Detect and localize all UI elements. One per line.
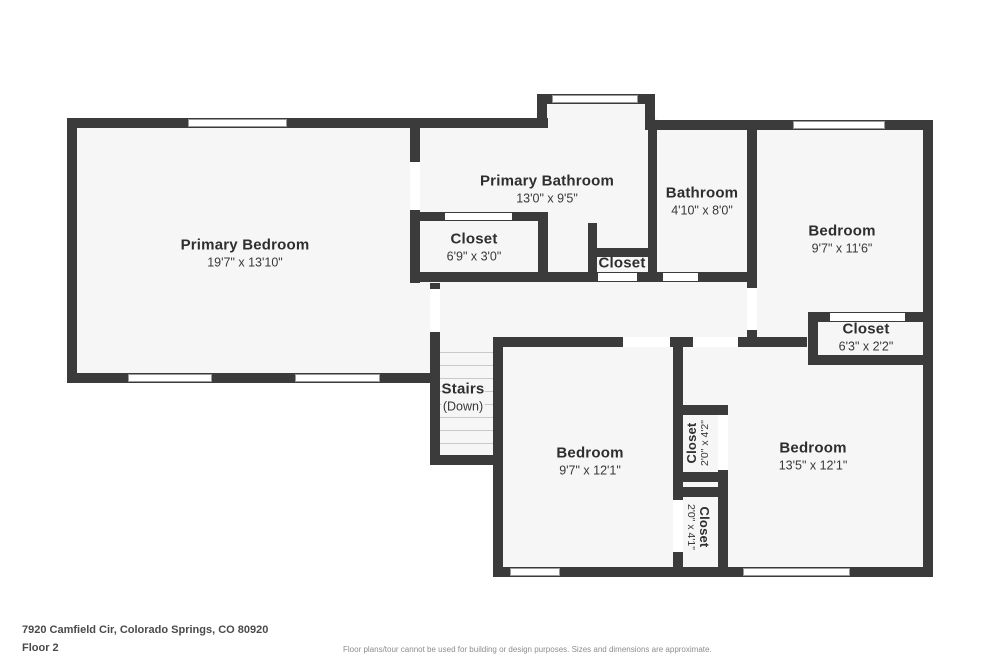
wall [645,120,933,130]
wall [430,455,503,465]
door-opening [663,273,698,281]
wall [923,120,933,577]
window [510,568,560,576]
wall [673,347,683,577]
door-opening [410,162,420,210]
room-floor [410,118,657,282]
wall [645,94,655,130]
wall [588,248,657,257]
wall [648,120,657,282]
door-opening [445,213,512,220]
door-opening [693,337,738,347]
disclaimer-text: Floor plans/tour cannot be used for buil… [343,645,712,654]
window [743,568,850,576]
stairs-steps [440,340,493,456]
wall [67,118,548,128]
door-opening [747,288,757,330]
window [552,95,638,103]
room-floor [648,120,757,282]
room-floor [67,118,420,383]
window [793,121,885,129]
window [295,374,380,382]
door-opening [430,289,440,332]
door-opening [718,415,728,470]
door-opening [623,337,670,347]
wall [67,118,77,383]
room-floor [747,120,933,365]
wall [808,312,818,365]
window [188,119,287,127]
property-address: 7920 Camfield Cir, Colorado Springs, CO … [22,624,269,636]
wall [673,405,728,415]
window [128,374,212,382]
wall [538,212,548,282]
wall [493,567,933,577]
wall [747,120,757,347]
door-opening [830,313,905,321]
wall [718,405,728,577]
wall [808,355,933,365]
wall [493,337,503,577]
wall [537,94,547,128]
wall [67,373,440,383]
room-floor [673,337,933,577]
door-opening [673,500,683,552]
door-opening [598,273,637,281]
wall [673,472,728,482]
floor-label: Floor 2 [22,642,59,654]
wall [410,272,757,282]
room-floor [493,337,683,577]
wall [673,487,728,497]
